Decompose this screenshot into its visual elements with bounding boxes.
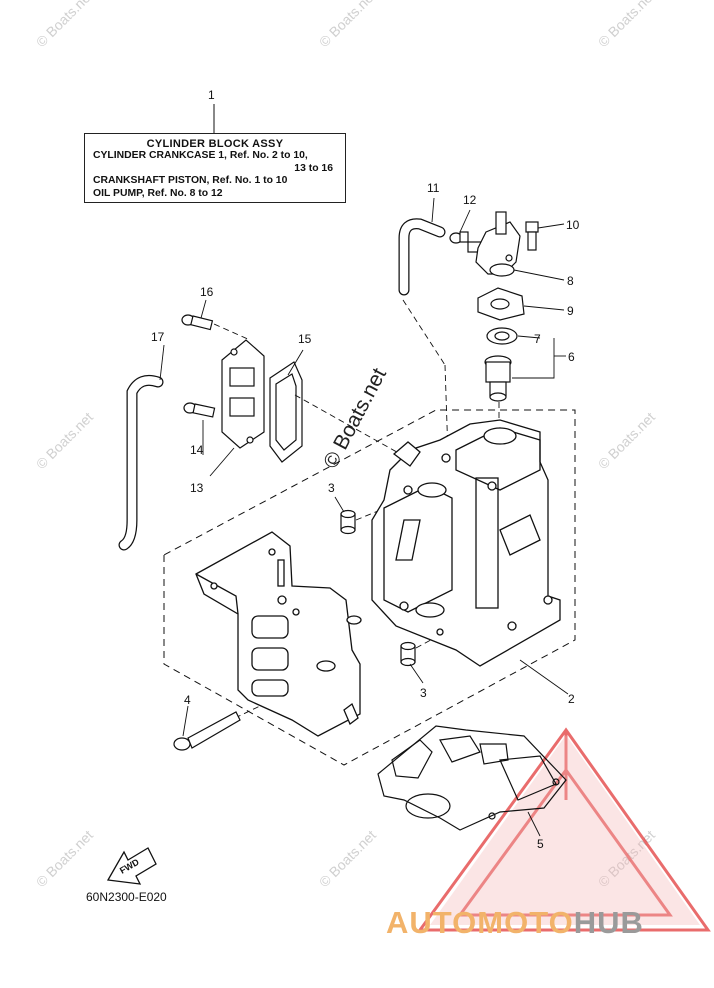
ref-line-bolt-4 (234, 704, 263, 719)
gasket-part-9 (477, 287, 525, 321)
leaders (159, 197, 569, 837)
legend-line-2: 13 to 16 (294, 162, 333, 174)
ref-line-bolt-16 (204, 319, 251, 341)
watermark-bottom-mid: © Boats.net (316, 827, 379, 890)
assembly-legend-box: CYLINDER BLOCK ASSY CYLINDER CRANKCASE 1… (84, 133, 346, 203)
logo-triangle-fill (430, 735, 700, 925)
dowel-pin-3b (400, 641, 416, 667)
bolt-part-16 (181, 314, 214, 331)
legend-line-3: CRANKSHAFT PISTON, Ref. No. 1 to 10 (93, 175, 288, 187)
part-number-label: 60N2300-E020 (86, 890, 167, 904)
watermark-mid-right: © Boats.net (595, 409, 658, 472)
gasket-part-15 (269, 361, 303, 463)
callout-13: 13 (190, 481, 204, 495)
callout-12: 12 (463, 193, 477, 207)
dowel-pin-3a (340, 509, 356, 535)
ref-line-cover (294, 394, 421, 466)
legend-title: CYLINDER BLOCK ASSY (146, 138, 284, 150)
logo-text-automoto: AUTOMOTO (386, 905, 574, 940)
nipple-part-12 (449, 231, 469, 244)
fwd-arrow-icon (106, 847, 157, 885)
crankcase-part-1 (195, 531, 362, 737)
watermark-mid-left: © Boats.net (33, 409, 96, 472)
bolt-part-14 (183, 402, 216, 418)
cover-part-13 (221, 339, 265, 449)
callout-1: 1 (208, 88, 215, 102)
callout-3a: 3 (328, 481, 335, 495)
watermark-top-left: © Boats.net (33, 0, 96, 50)
watermark-top-right: © Boats.net (595, 0, 658, 50)
callout-7: 7 (534, 332, 541, 346)
watermark-center: © Boats.net (319, 364, 391, 472)
ref-line-hose (402, 299, 446, 366)
callout-17: 17 (151, 330, 165, 344)
bolt-part-4 (173, 711, 241, 751)
callout-15: 15 (298, 332, 312, 346)
callout-3b: 3 (420, 686, 427, 700)
watermark-bottom-left: © Boats.net (33, 827, 96, 890)
callout-5: 5 (537, 837, 544, 851)
logo-triangle (417, 727, 711, 932)
seal-part-7 (486, 327, 518, 345)
bolt-part-10 (525, 221, 539, 251)
legend-line-4: OIL PUMP, Ref. No. 8 to 12 (93, 187, 223, 199)
logo-text-hub: HUB (573, 905, 644, 940)
callout-6: 6 (568, 350, 575, 364)
gasket-part-5 (377, 725, 567, 831)
callout-10: 10 (566, 218, 580, 232)
callout-2: 2 (568, 692, 575, 706)
automotohub-logo: AUTOMOTOHUB (386, 905, 644, 941)
watermark-top-mid: © Boats.net (316, 0, 379, 50)
thermostat-part-6 (484, 355, 512, 402)
callout-4: 4 (184, 693, 191, 707)
callout-9: 9 (567, 304, 574, 318)
callout-8: 8 (567, 274, 574, 288)
legend-line-1: CYLINDER CRANKCASE 1, Ref. No. 2 to 10, (93, 150, 308, 162)
cylinder-block-part-2 (371, 419, 561, 667)
callout-14: 14 (190, 443, 204, 457)
oil-pump-part-8 (467, 211, 521, 277)
callout-11: 11 (427, 181, 440, 195)
callout-16: 16 (200, 285, 214, 299)
assembly-boundary (163, 409, 576, 766)
